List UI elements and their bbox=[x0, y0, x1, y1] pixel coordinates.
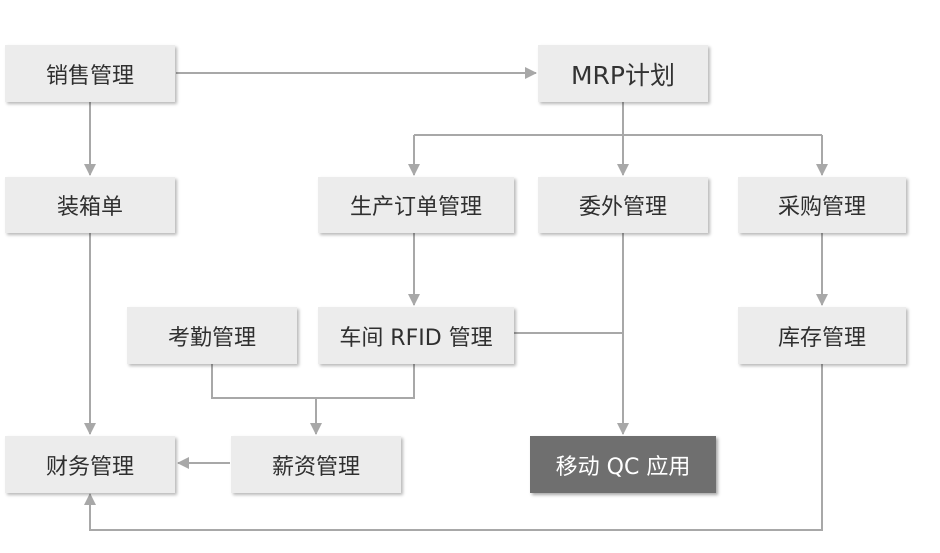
node-mobile-qc-application: 移动 QC 应用 bbox=[530, 436, 716, 493]
node-mrp-plan: MRP计划 bbox=[538, 45, 708, 102]
node-attendance-management: 考勤管理 bbox=[127, 307, 297, 364]
node-sales-management: 销售管理 bbox=[5, 45, 175, 102]
node-outsourcing-management: 委外管理 bbox=[538, 177, 708, 233]
node-payroll-management: 薪资管理 bbox=[231, 436, 401, 493]
connector-inventory-to-finance bbox=[84, 364, 823, 531]
node-packing-list: 装箱单 bbox=[5, 177, 175, 233]
node-inventory-management: 库存管理 bbox=[738, 307, 906, 364]
node-purchasing-management: 采购管理 bbox=[738, 177, 906, 233]
node-finance-management: 财务管理 bbox=[5, 436, 175, 493]
node-workshop-rfid-management: 车间 RFID 管理 bbox=[318, 307, 514, 364]
node-production-order-management: 生产订单管理 bbox=[318, 177, 514, 233]
connector-attendance-rfid-merge bbox=[211, 364, 415, 399]
